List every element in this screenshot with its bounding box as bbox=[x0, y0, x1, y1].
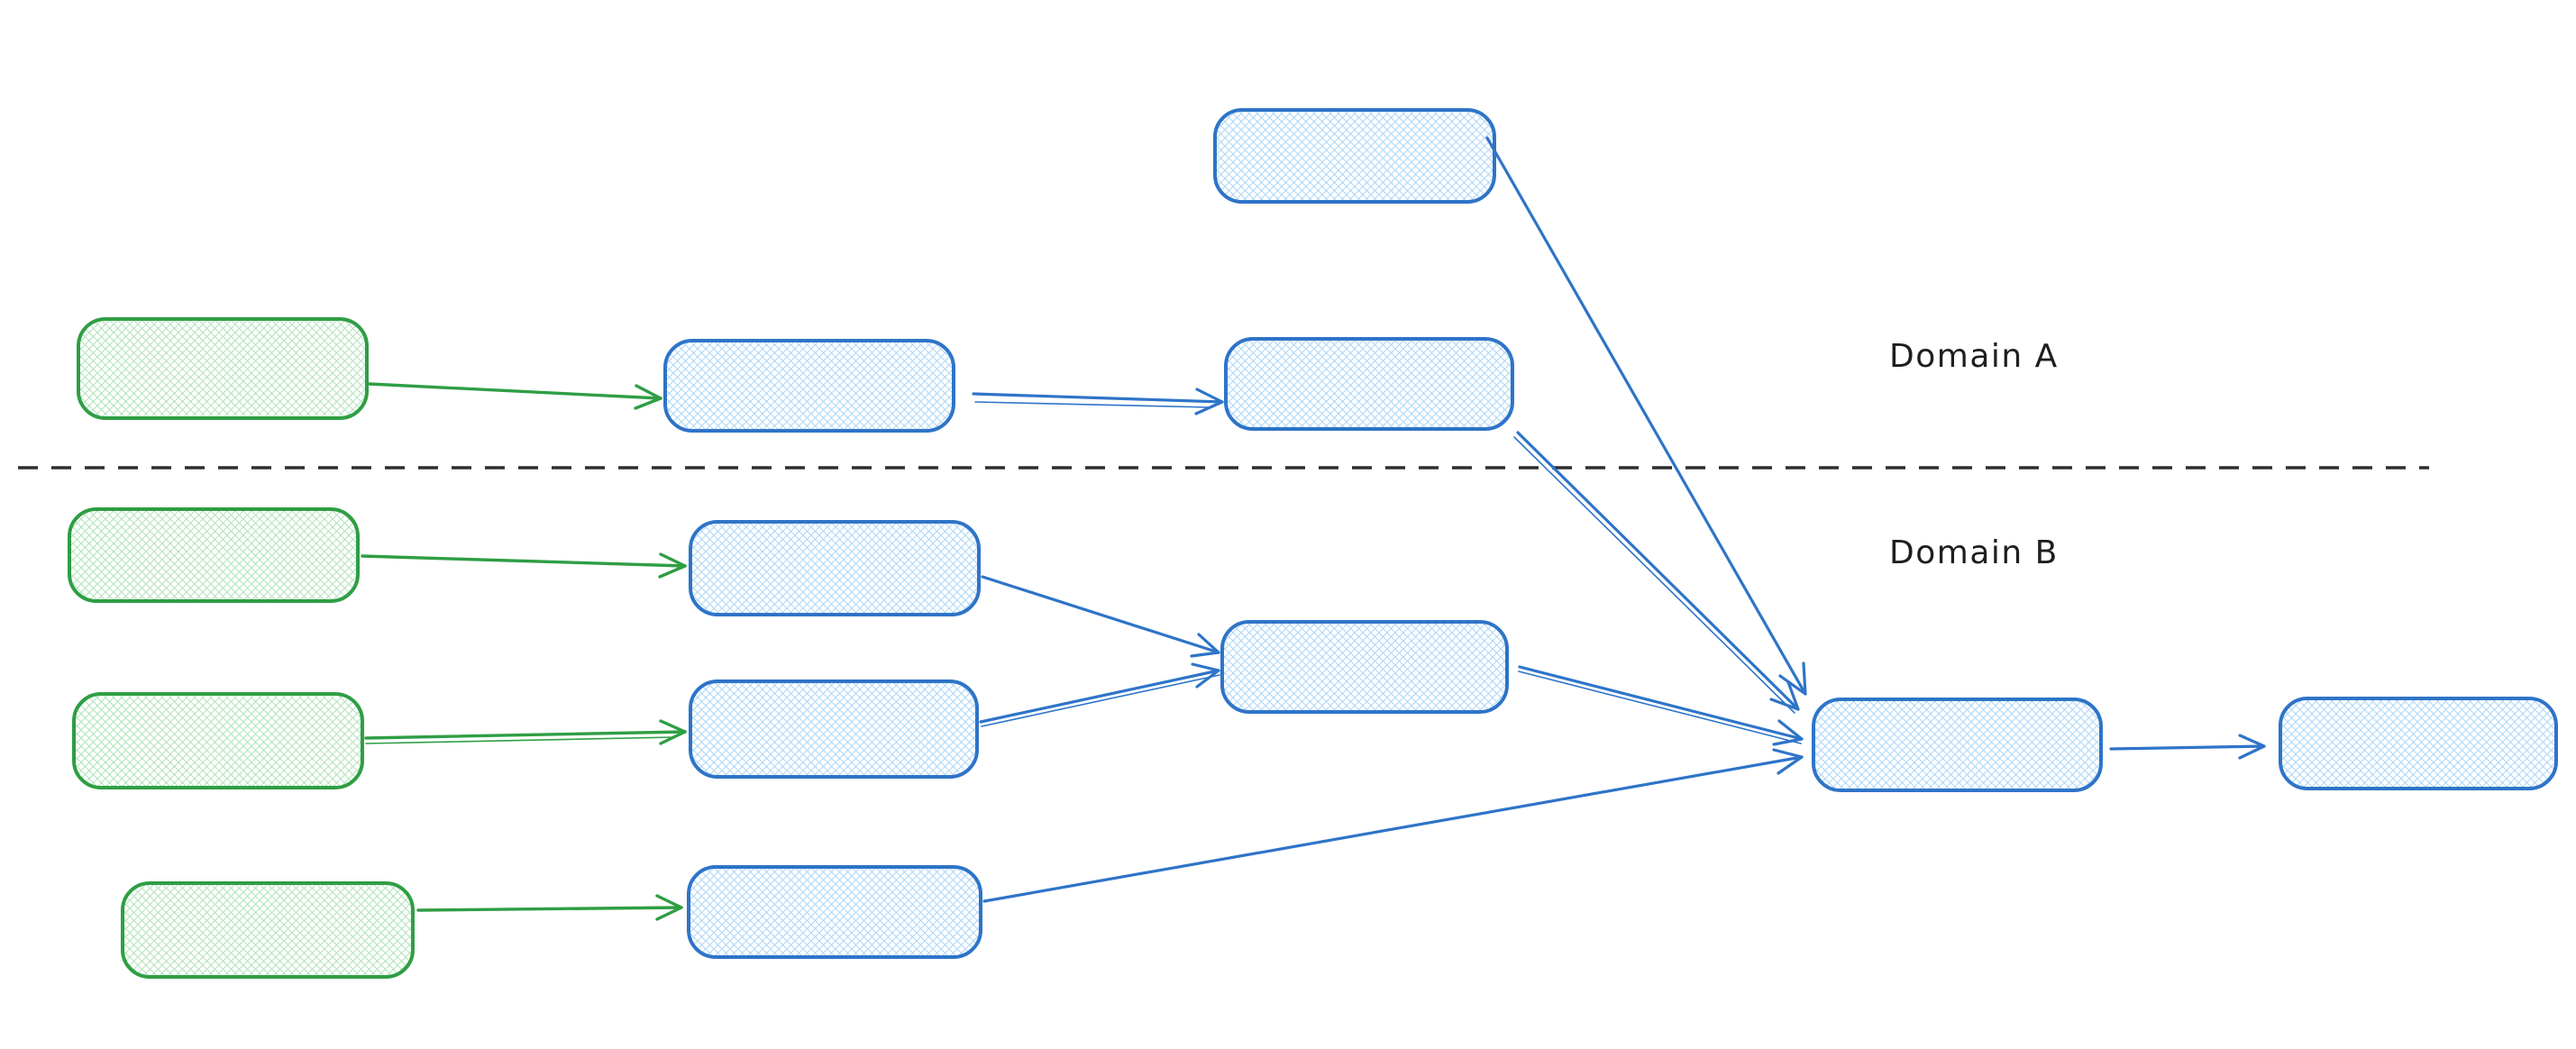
arrow-a-step1-to-step2[interactable] bbox=[972, 388, 1224, 415]
node-a-source[interactable] bbox=[77, 317, 369, 420]
arrow-b3-step-to-hub[interactable] bbox=[982, 748, 1804, 903]
arrow-a-top-to-hub[interactable] bbox=[1485, 136, 1807, 696]
arrow-b2-step-to-merge[interactable] bbox=[979, 662, 1220, 727]
arrow-b1-step-to-merge[interactable] bbox=[981, 575, 1220, 658]
domain-b-label[interactable]: Domain B bbox=[1889, 534, 2059, 571]
node-b2-source[interactable] bbox=[72, 692, 364, 789]
arrow-merge-to-hub[interactable] bbox=[1518, 665, 1804, 746]
node-b-merge[interactable] bbox=[1220, 620, 1509, 714]
node-b1-source[interactable] bbox=[68, 507, 360, 603]
node-b1-step[interactable] bbox=[689, 520, 981, 616]
node-b3-source[interactable] bbox=[121, 881, 415, 979]
arrow-b2-source-to-step[interactable] bbox=[364, 719, 687, 745]
domain-a-label[interactable]: Domain A bbox=[1889, 338, 2059, 375]
node-a-top[interactable] bbox=[1213, 108, 1496, 204]
arrow-b1-source-to-step[interactable] bbox=[361, 552, 687, 579]
arrow-a-source-to-step1[interactable] bbox=[368, 382, 662, 410]
node-b3-step[interactable] bbox=[687, 865, 982, 959]
arrow-b3-source-to-step[interactable] bbox=[416, 894, 683, 921]
arrow-a-step2-to-hub[interactable] bbox=[1513, 431, 1800, 714]
arrow-hub-to-output[interactable] bbox=[2109, 734, 2266, 760]
node-b2-step[interactable] bbox=[689, 680, 979, 779]
node-a-step1[interactable] bbox=[663, 339, 955, 433]
node-hub[interactable] bbox=[1812, 698, 2103, 792]
node-output[interactable] bbox=[2279, 697, 2558, 790]
node-a-step2[interactable] bbox=[1224, 337, 1514, 431]
